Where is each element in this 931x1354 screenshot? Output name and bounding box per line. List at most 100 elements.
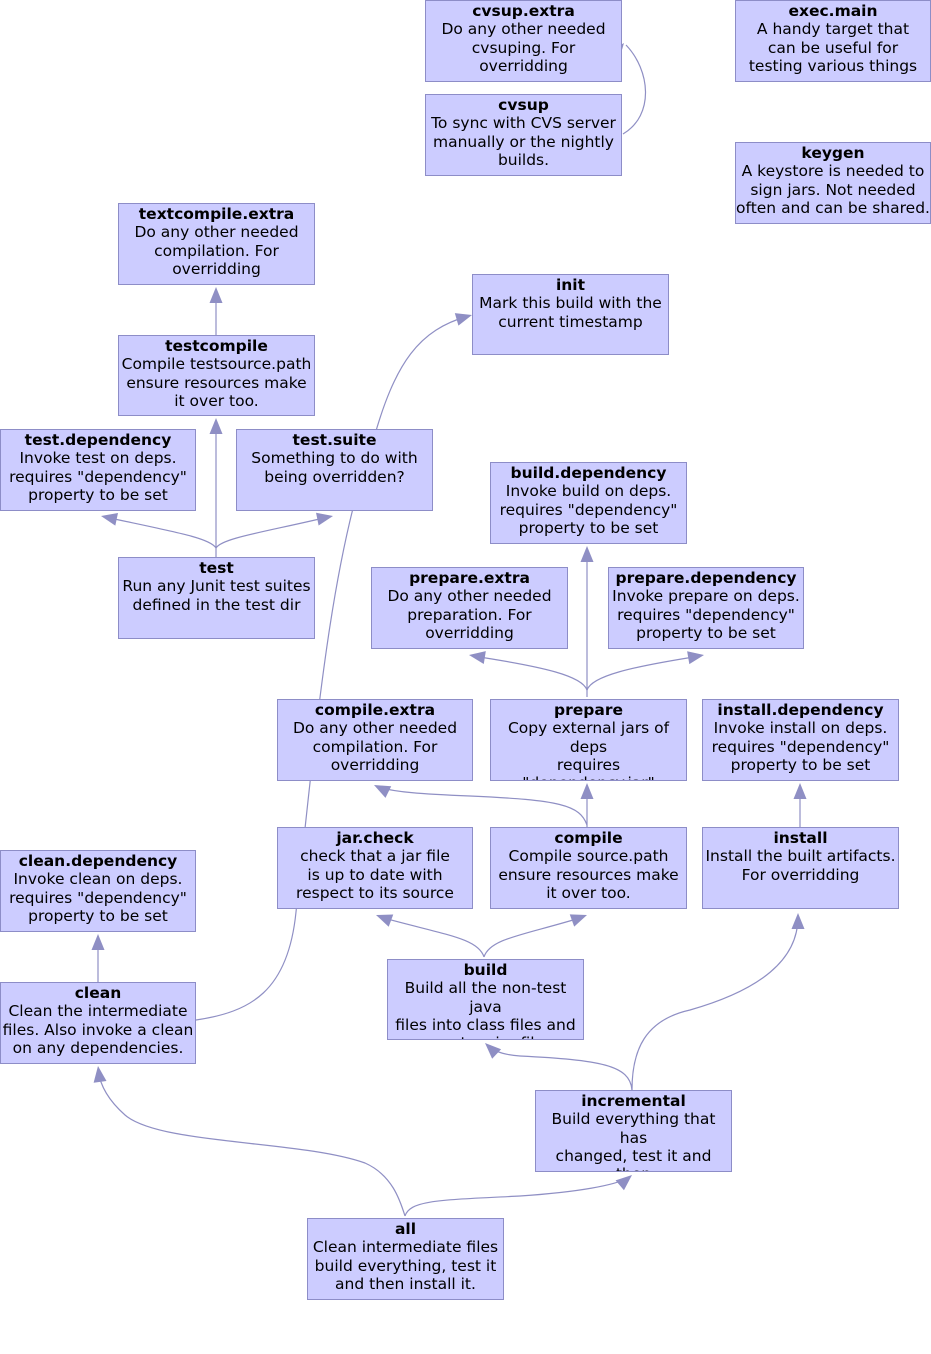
arrowhead-icon: [376, 914, 394, 927]
node-title: all: [394, 1220, 417, 1238]
node-description: Clean the intermediate files. Also invok…: [2, 1002, 194, 1057]
arrowhead-icon: [615, 1175, 632, 1191]
node-title: compile: [554, 829, 623, 847]
edge-prepare-to-prepare-dependency: [586, 655, 701, 691]
arrowhead-icon: [469, 651, 486, 664]
edge-compile-to-compile-extra: [377, 786, 588, 826]
node-description: Invoke build on deps. requires "dependen…: [499, 482, 678, 537]
node-title: clean: [74, 984, 122, 1002]
node-title: build: [463, 961, 508, 979]
edge-all-to-clean: [97, 1069, 406, 1217]
arrowhead-icon: [485, 1043, 502, 1059]
edge-build-to-compile: [483, 916, 584, 958]
arrowhead-icon: [316, 512, 333, 526]
node-build[interactable]: build Build all the non-test java files …: [387, 959, 584, 1040]
node-description: Build everything that has changed, test …: [551, 1110, 716, 1171]
node-textcompile-extra[interactable]: textcompile.extra Do any other needed co…: [118, 203, 315, 285]
node-exec-main[interactable]: exec.main A handy target that can be use…: [735, 0, 931, 82]
arrowhead-icon: [209, 418, 223, 435]
node-title: prepare.extra: [409, 569, 530, 587]
edge-test-to-test-dependency: [104, 516, 217, 549]
node-title: compile.extra: [314, 701, 436, 719]
node-title: incremental: [581, 1092, 686, 1110]
node-description: Do any other needed preparation. For ove…: [387, 587, 552, 642]
node-title: init: [555, 276, 586, 294]
node-init[interactable]: init Mark this build with the current ti…: [472, 274, 669, 355]
edge-clean-to-init: [195, 315, 469, 1021]
node-title: prepare.dependency: [615, 569, 797, 587]
node-title: build.dependency: [510, 464, 667, 482]
node-jar-check[interactable]: jar.check check that a jar file is up to…: [277, 827, 473, 909]
node-build-dependency[interactable]: build.dependency Invoke build on deps. r…: [490, 462, 687, 544]
node-title: textcompile.extra: [138, 205, 295, 223]
node-description: Invoke prepare on deps. requires "depend…: [612, 587, 800, 642]
edge-prepare-to-prepare-extra: [472, 655, 588, 691]
node-install-dependency[interactable]: install.dependency Invoke install on dep…: [702, 699, 899, 781]
node-description: A keystore is needed to sign jars. Not n…: [736, 162, 930, 217]
node-description: To sync with CVS server manually or the …: [431, 114, 616, 169]
node-description: Compile testsource.path ensure resources…: [121, 355, 312, 410]
node-prepare-extra[interactable]: prepare.extra Do any other needed prepar…: [371, 567, 568, 649]
edge-incremental-to-install: [631, 916, 799, 1091]
node-install[interactable]: install Install the built artifacts. For…: [702, 827, 899, 909]
node-compile-extra[interactable]: compile.extra Do any other needed compil…: [277, 699, 473, 781]
node-test-suite[interactable]: test.suite Something to do with being ov…: [236, 429, 433, 511]
edge-build-to-jar-check: [379, 916, 485, 958]
edge-all-to-incremental: [404, 1177, 629, 1217]
node-title: cvsup: [498, 96, 549, 114]
node-title: cvsup.extra: [472, 2, 575, 20]
arrowhead-icon: [374, 785, 392, 798]
node-cvsup[interactable]: cvsup To sync with CVS server manually o…: [425, 94, 622, 176]
node-description: check that a jar file is up to date with…: [296, 847, 454, 902]
node-description: Invoke clean on deps. requires "dependen…: [9, 870, 187, 925]
node-test[interactable]: test Run any Junit test suites defined i…: [118, 557, 315, 639]
edge-cvsup-to-cvsup-extra: [622, 44, 646, 135]
arrowhead-icon: [791, 913, 805, 929]
node-title: exec.main: [788, 2, 878, 20]
node-title: install.dependency: [717, 701, 884, 719]
node-description: Mark this build with the current timesta…: [479, 294, 662, 331]
node-description: Clean intermediate files build everythin…: [312, 1238, 499, 1293]
node-description: Something to do with being overridden?: [251, 449, 418, 486]
arrowhead-icon: [569, 914, 587, 927]
node-title: clean.dependency: [18, 852, 178, 870]
arrowhead-icon: [793, 783, 807, 799]
node-clean[interactable]: clean Clean the intermediate files. Also…: [0, 982, 196, 1064]
node-title: test.suite: [292, 431, 377, 449]
node-title: testcompile: [165, 337, 268, 355]
node-description: Invoke test on deps. requires "dependenc…: [9, 449, 187, 504]
arrowhead-icon: [209, 287, 223, 304]
node-description: Compile source.path ensure resources mak…: [498, 847, 679, 902]
arrowhead-icon: [580, 546, 594, 562]
edge-test-to-test-suite: [215, 516, 329, 549]
arrowhead-icon: [454, 313, 472, 326]
node-test-dependency[interactable]: test.dependency Invoke test on deps. req…: [0, 429, 196, 511]
node-compile[interactable]: compile Compile source.path ensure resou…: [490, 827, 687, 909]
edge-incremental-to-build: [487, 1045, 633, 1091]
node-keygen[interactable]: keygen A keystore is needed to sign jars…: [735, 142, 931, 224]
node-description: Do any other needed cvsuping. For overri…: [441, 20, 606, 75]
node-title: test: [199, 559, 234, 577]
arrowhead-icon: [91, 934, 105, 950]
node-description: Run any Junit test suites defined in the…: [122, 577, 311, 614]
node-description: Copy external jars of deps requires "dep…: [507, 719, 670, 780]
node-description: Build all the non-test java files into c…: [395, 979, 576, 1039]
node-title: keygen: [801, 144, 865, 162]
node-description: Install the built artifacts. For overrid…: [705, 847, 896, 884]
node-description: A handy target that can be useful for te…: [748, 20, 918, 75]
arrowhead-icon: [93, 1066, 107, 1083]
node-testcompile[interactable]: testcompile Compile testsource.path ensu…: [118, 335, 315, 416]
node-title: jar.check: [336, 829, 414, 847]
node-prepare-dependency[interactable]: prepare.dependency Invoke prepare on dep…: [608, 567, 804, 649]
node-incremental[interactable]: incremental Build everything that has ch…: [535, 1090, 732, 1172]
node-title: install: [773, 829, 828, 847]
node-prepare[interactable]: prepare Copy external jars of deps requi…: [490, 699, 687, 781]
arrowhead-icon: [580, 783, 594, 799]
node-cvsup-extra[interactable]: cvsup.extra Do any other needed cvsuping…: [425, 0, 622, 82]
node-all[interactable]: all Clean intermediate files build every…: [307, 1218, 504, 1300]
node-title: test.dependency: [24, 431, 172, 449]
node-description: Do any other needed compilation. For ove…: [134, 223, 299, 278]
node-clean-dependency[interactable]: clean.dependency Invoke clean on deps. r…: [0, 850, 196, 932]
node-description: Do any other needed compilation. For ove…: [292, 719, 458, 774]
arrowhead-icon: [687, 651, 704, 665]
